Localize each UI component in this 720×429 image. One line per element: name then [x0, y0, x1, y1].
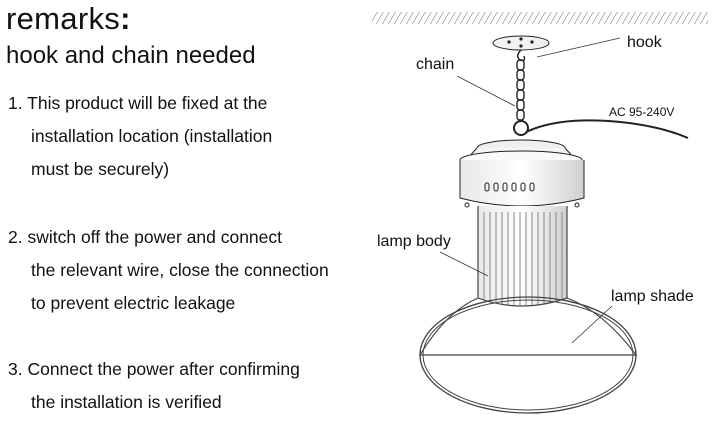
label-hook: hook — [627, 34, 663, 51]
chain — [516, 59, 525, 121]
remarks-subtitle: hook and chain needed — [6, 42, 256, 69]
step-3: 3. Connect the power after confirming th… — [8, 353, 300, 419]
step-3-line-1: 3. Connect the power after confirming — [8, 359, 300, 379]
step-2-line-2: the relevant wire, close the connection — [31, 260, 329, 280]
hook-icon — [517, 49, 526, 62]
lamp-shade — [418, 297, 638, 356]
label-chain: chain — [416, 56, 454, 73]
label-lamp-shade: lamp shade — [611, 288, 694, 305]
ceiling-hatch — [372, 12, 708, 24]
eye-bolt — [513, 120, 529, 136]
step-2: 2. switch off the power and connect the … — [8, 221, 329, 320]
step-1: 1. This product will be fixed at the ins… — [8, 87, 272, 186]
step-1-line-3: must be securely) — [31, 159, 170, 179]
step-1-line-2: installation location (installation — [31, 126, 273, 146]
label-power: AC 95-240V — [609, 105, 674, 119]
power-cable — [525, 119, 689, 139]
step-3-line-2: the installation is verified — [31, 392, 222, 412]
remarks-title: remarks: — [6, 1, 131, 36]
lamp-body — [477, 206, 568, 309]
label-lamp-body: lamp body — [377, 233, 451, 250]
step-2-line-3: to prevent electric leakage — [31, 293, 236, 313]
step-2-line-1: 2. switch off the power and connect — [8, 227, 283, 247]
step-1-line-1: 1. This product will be fixed at the — [8, 93, 268, 113]
